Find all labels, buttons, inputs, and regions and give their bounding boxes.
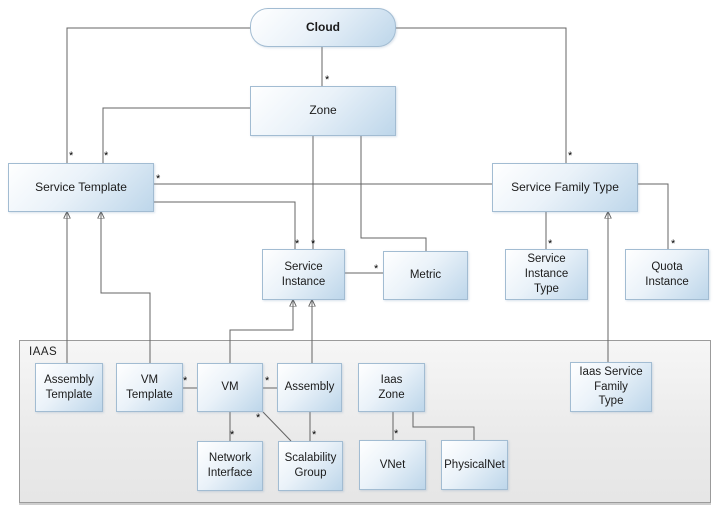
multiplicity-star: *: [671, 238, 676, 250]
multiplicity-star: *: [325, 74, 330, 86]
multiplicity-star: *: [230, 429, 235, 441]
node-service-instance: Service Instance: [262, 249, 345, 300]
node-service-instance-type: Service Instance Type: [505, 249, 588, 300]
multiplicity-star: *: [311, 238, 316, 250]
node-service-family-type: Service Family Type: [492, 163, 638, 212]
node-iaas-service-family-type: Iaas Service Family Type: [570, 362, 652, 412]
node-assembly: Assembly: [277, 363, 342, 412]
node-service-template: Service Template: [8, 163, 154, 212]
node-iaas-zone: Iaas Zone: [358, 363, 425, 412]
multiplicity-star: *: [104, 150, 109, 162]
multiplicity-star: *: [548, 238, 553, 250]
node-physicalnet: PhysicalNet: [441, 440, 508, 490]
node-vm-template: VM Template: [116, 363, 183, 412]
iaas-group-label: IAAS: [29, 346, 58, 358]
multiplicity-star: *: [374, 263, 379, 275]
multiplicity-star: *: [156, 173, 161, 185]
node-cloud: Cloud: [250, 8, 396, 47]
node-network-interface: Network Interface: [197, 441, 263, 491]
node-assembly-template: Assembly Template: [35, 363, 103, 412]
edge-iaas-zone-physicalnet: [412, 412, 475, 440]
node-vm: VM: [197, 363, 263, 412]
multiplicity-star: *: [183, 375, 188, 387]
edge-vm-service-instance: [229, 300, 293, 363]
multiplicity-star: *: [394, 428, 399, 440]
multiplicity-star: *: [568, 150, 573, 162]
node-vnet: VNet: [359, 440, 426, 490]
multiplicity-star: *: [265, 375, 270, 387]
multiplicity-star: *: [69, 150, 74, 162]
edge-cloud-service-template: [66, 27, 250, 163]
edge-cloud-service-family-type: [396, 27, 567, 163]
multiplicity-star: *: [312, 429, 317, 441]
node-scalability-group: Scalability Group: [278, 441, 343, 491]
node-quota-instance: Quota Instance: [625, 249, 709, 300]
edge-vm-template-service-template: [101, 212, 151, 363]
multiplicity-star: *: [295, 238, 300, 250]
node-metric: Metric: [383, 251, 468, 300]
edge-zone-metric: [360, 136, 427, 251]
edge-vm-scalability-group: [262, 411, 292, 442]
edge-service-family-type-quota-instance: [638, 183, 669, 249]
edge-zone-service-template: [102, 107, 250, 163]
edge-service-template-service-instance: [154, 201, 296, 249]
multiplicity-star: *: [256, 412, 261, 424]
node-zone: Zone: [250, 86, 396, 136]
